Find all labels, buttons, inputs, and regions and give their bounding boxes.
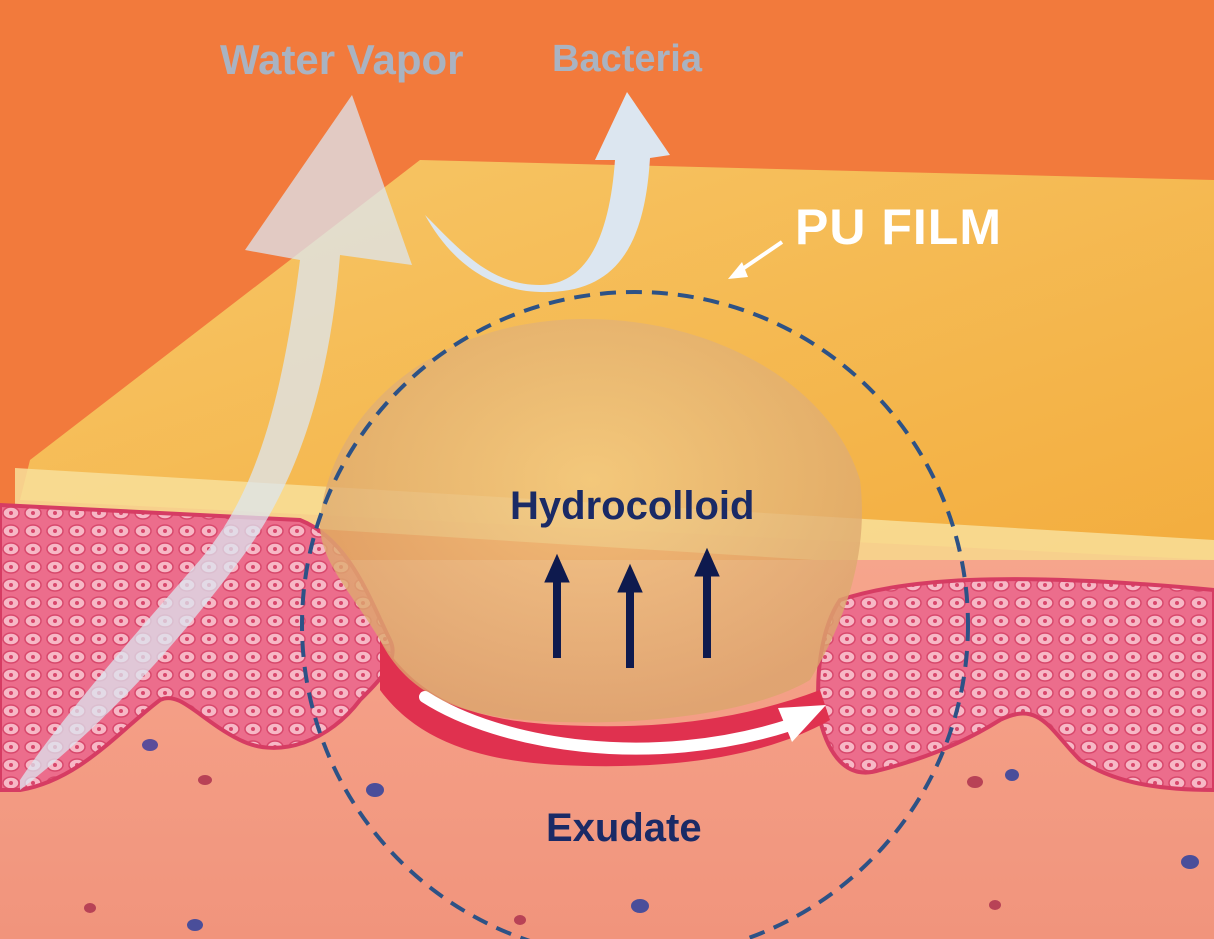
exudate-label: Exudate <box>546 806 702 850</box>
wound-bed <box>380 640 830 767</box>
dermis-cells <box>84 739 1199 931</box>
absorption-arrows <box>544 547 720 668</box>
water-vapor-arrow <box>20 95 412 790</box>
hydrocolloid-focus-circle <box>300 290 970 939</box>
bacteria-arrow <box>425 92 670 293</box>
bacteria-label: Bacteria <box>552 38 702 80</box>
pu-film-pointer-arrow <box>728 240 784 279</box>
hydrocolloid-gel <box>319 319 862 723</box>
pu-film-label: PU FILM <box>795 199 1002 255</box>
exudate-flow-arrow <box>419 691 826 755</box>
hydrocolloid-label: Hydrocolloid <box>510 484 755 528</box>
water-vapor-label: Water Vapor <box>220 36 464 83</box>
